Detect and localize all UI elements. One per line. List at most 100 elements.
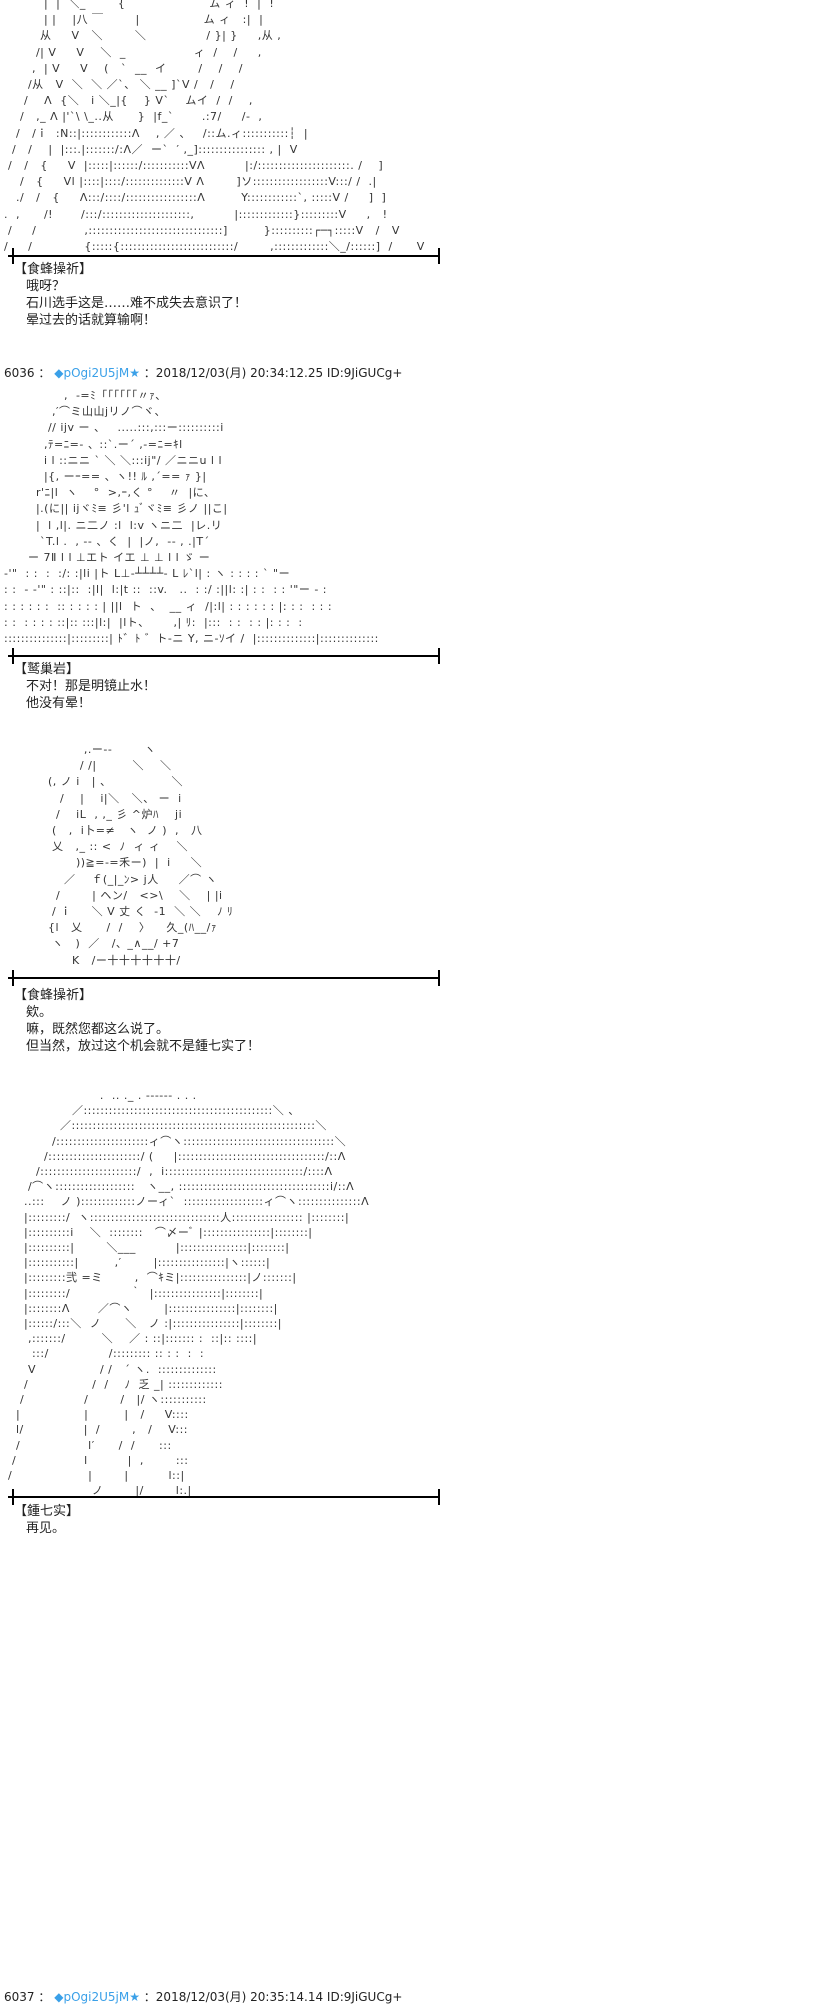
art-line: . .. ._ . ------ . . .: [4, 1089, 197, 1102]
post-date-id: ：2018/12/03(月) 20:34:12.25 ID:9JiGUCg+: [143, 366, 403, 380]
art-line: / / {:::::{:::::::::::::::::::::::::::/ …: [0, 240, 425, 254]
art-line: |.(に|| ijヾﾐ≡ 彡'l ｭﾞヾﾐ≡ 彡ノ ||こ|: [4, 502, 228, 516]
art-line: / l′ / / :::: [4, 1438, 172, 1452]
art-line: // ijv ー 、 .....:::,:::ー::::::::::i: [4, 421, 224, 435]
art-line: |:::::::::::| ,′ |::::::::::::::::|ヽ::::…: [4, 1256, 271, 1270]
art-line: ヽ ) ／ /、_∧__/ +7: [4, 937, 180, 951]
art-line: |::::::::::i ＼ :::::::: ⌒〆ーﾞ |::::::::::…: [4, 1225, 313, 1239]
art-line: Κ /ー十十十十十十/: [4, 953, 181, 967]
separator-rule: [8, 1489, 440, 1505]
art-line: / l | , :::: [4, 1453, 189, 1467]
art-line: V / / ´ ヽ. ::::::::::::::: [4, 1362, 217, 1376]
art-line: /::::::::::::::::::::::ィ⌒ヽ::::::::::::::…: [4, 1134, 347, 1148]
speaker-name: 【食蜂操祈】: [14, 988, 93, 1003]
dialog-block: 【鍾七实】再见。: [14, 1503, 79, 1537]
art-line: :::::::::::::::|:::::::::| ﾄ゛ﾄ ゛ト-ニ Y, ニ…: [4, 632, 379, 646]
dialog-line: 再见。: [26, 1521, 66, 1536]
art-line: :::/ /::::::::: :: : : : :: [4, 1347, 205, 1361]
art-line: ー 7Ⅱ l l ⊥エト イエ ⊥ ⊥ l l ゞ ー: [4, 551, 211, 565]
art-line: / ｉ ＼ V 丈 く -1 ＼ ＼ ﾉ ﾘ: [4, 905, 234, 919]
art-line: `T.l . , -- 、く | |ノ, -- , .|T´: [4, 534, 210, 548]
art-line: i l ::ニニ ` ＼ ＼:::ij"/ ／ニニu l l: [4, 453, 223, 467]
ascii-art-4: . .. ._ . ------ . . . ／::::::::::::::::…: [4, 1088, 369, 1498]
separator-rule: [8, 648, 440, 664]
art-line: / { Vl |::::|::::/::::::::::::::V Λ ]ソ::…: [0, 175, 377, 189]
speaker-name: 【鍾七实】: [14, 1504, 80, 1519]
art-line: : : - -'" : ::|:: :|l| l:|t :: ::v. .. :…: [4, 583, 327, 597]
art-line: r'ﾆ|l ヽ ° >,ｰ,く ° 〃 |に、: [4, 486, 216, 500]
art-line: 乂 ,_ :: < ﾉ ィ ィ ＼: [4, 840, 189, 854]
post-header: 6037 ： ◆pOgi2U5jM★ ：2018/12/03(月) 20:35:…: [4, 1988, 402, 2005]
post-number: 6037: [4, 1990, 35, 2004]
art-line: , -=ﾐ「「「「「「〃ｧ、: [4, 389, 167, 402]
poster-trip-link[interactable]: ◆pOgi2U5jM★: [54, 1990, 140, 2004]
dialog-line: 嘛，既然您都这么说了。: [26, 1022, 170, 1037]
art-line: |{, ーｰ== 、ヽ!! ﾙ ,´== ｧ }|: [4, 470, 207, 484]
ascii-art-1: | | ＼_ { ム ィ ! | ! | | |八 ￣ | ム ィ :| | 从…: [0, 0, 425, 255]
art-line: ／ ｆ(_|_ﾝ> j人 ／⌒ ヽ: [4, 872, 218, 886]
art-line: / / / |/ ヽ:::::::::::: [4, 1393, 207, 1407]
ascii-art-2: , -=ﾐ「「「「「「〃ｧ、 ,′⌒ミ山山jリノ⌒ヾ、 // ijv ー 、 .…: [4, 388, 379, 647]
art-line: ))≧=-=禾ー) | i ＼: [4, 856, 203, 870]
art-line: , | V V ( ` __ イ / / /: [0, 61, 244, 75]
post-sep: ：: [38, 366, 51, 380]
separator-rule: [8, 248, 440, 264]
art-line: ,:::::::/ ＼ ／ : ::|::::::: : ::|:: ::::|: [4, 1332, 258, 1346]
art-line: | | |八 ￣ | ム ィ :| |: [0, 13, 264, 27]
speaker-name: 【鹫巢岩】: [14, 662, 80, 677]
art-line: ..::: ノ ):::::::::::::ノーィ` :::::::::::::…: [4, 1195, 370, 1209]
dialog-block: 【食蜂操祈】哦呀？ 石川选手这是……难不成失去意识了！ 晕过去的话就算输啊！: [14, 261, 247, 329]
art-line: /:::::::::::::::::::::::/ , i:::::::::::…: [4, 1165, 333, 1179]
art-line: |:::::::::/ ヽ:::::::::::::::::::::::::::…: [4, 1210, 350, 1224]
art-line: |:::::::::/ ｀ |::::::::::::::::|::::::::…: [4, 1286, 264, 1300]
art-line: /| V V ＼ _ ィ / / ,: [0, 45, 262, 59]
art-line: 从 V ＼ ＼ / }| } ,从 ,: [0, 29, 282, 43]
separator-rule: [8, 970, 440, 986]
art-line: . , /! /:::/:::::::::::::::::::::, |::::…: [0, 207, 388, 221]
art-line: ,.ー-- ヽ: [4, 743, 156, 756]
art-line: / ,_ Λ |'`\ \_..从 } |f_` .:7/ /- ,: [0, 110, 263, 124]
post-sep: ：: [38, 1990, 51, 2004]
dialog-line: 他没有晕！: [26, 696, 92, 711]
art-line: -'" : : : :/: :|li |ト L⊥‐┴┴┴┴‐ L ﾚ`l| : …: [4, 567, 291, 581]
dialog-line: 不对！那是明镜止水！: [26, 679, 157, 694]
art-line: : : : : : : ::|:: :::|l:| |lト、 ,| ﾘ: |::…: [4, 615, 303, 629]
art-line: | l ,l|. ニ二ノ :l l:v ヽニ二 |レ.リ: [4, 518, 223, 532]
art-line: | | | / V::::: [4, 1408, 189, 1422]
art-line: l/ | / , / V:::: [4, 1423, 189, 1437]
art-line: | | ＼_ { ム ィ ! | !: [0, 0, 275, 10]
post-date-id: ：2018/12/03(月) 20:35:14.14 ID:9JiGUCg+: [143, 1990, 403, 2004]
speaker-name: 【食蜂操祈】: [14, 262, 93, 277]
dialog-block: 【食蜂操祈】欸。嘛，既然您都这么说了。但当然，放过这个机会就不是鍾七实了！: [14, 987, 260, 1055]
post-number: 6036: [4, 366, 35, 380]
art-line: / / | |:::.|:::::::/:Λ／ ー` ′ ,_]::::::::…: [0, 142, 298, 156]
art-line: ／:::::::::::::::::::::::::::::::::::::::…: [4, 1104, 300, 1118]
art-line: / / / ﾉ 乏 _| :::::::::::::: [4, 1377, 223, 1391]
art-line: / | i|＼ ＼、 ー i: [4, 791, 182, 805]
art-line: ( , i卜=≠ ヽ ノ ) , 八: [4, 824, 203, 838]
art-line: / / { V |:::::|::::::/:::::::::::VΛ |:/:…: [0, 159, 384, 173]
art-line: ./ / { Λ:::/::::/:::::::::::::::::Λ Y:::…: [0, 191, 387, 205]
art-line: ノ |/ l:.|: [4, 1484, 192, 1498]
art-line: |::::::::::| ＼___ |::::::::::::::::|::::…: [4, 1241, 290, 1255]
dialog-block: 【鹫巢岩】不对！那是明镜止水！ 他没有晕！: [14, 661, 156, 712]
post-header: 6036 ： ◆pOgi2U5jM★ ：2018/12/03(月) 20:34:…: [4, 364, 402, 381]
art-line: / Λ {＼ i ＼_|{ } V` ムイ / / ,: [0, 94, 253, 108]
poster-trip-link[interactable]: ◆pOgi2U5jM★: [54, 366, 140, 380]
art-line: /::::::::::::::::::::::/ ( |::::::::::::…: [4, 1149, 346, 1163]
art-line: / | | l::|: [4, 1469, 185, 1483]
art-line: ,′⌒ミ山山jリノ⌒ヾ、: [4, 405, 167, 419]
art-line: : : : : : : :: : : : : | ||l ト 、 __ ィ /|…: [4, 599, 333, 613]
art-line: |::::::::Λ ／⌒ヽ |::::::::::::::::|:::::::…: [4, 1301, 278, 1315]
art-line: ／:::::::::::::::::::::::::::::::::::::::…: [4, 1119, 327, 1133]
art-line: |::::::/:::＼ ノ ＼ ノ :|::::::::::::::::|::…: [4, 1317, 282, 1331]
art-line: / | ヘン/ <>\ ＼ | |i: [4, 888, 223, 902]
art-line: ,ﾃ=ﾆ=‐ 、::`.ー´ ,-=ﾆ=ｷl: [4, 437, 183, 451]
art-line: /从 V ＼ ＼ ／`、 ＼ __ ]`V / / /: [0, 78, 235, 92]
art-line: |:::::::::弐 =ミ , ⌒ｷミ|::::::::::::::::|ノ:…: [4, 1271, 297, 1285]
dialog-line: 哦呀？: [26, 279, 66, 294]
dialog-line: 石川选手这是……难不成失去意识了！: [26, 296, 248, 311]
ascii-art-3: ,.ー-- ヽ / /| ＼ ＼ (, ノ i | 、 ＼ / | i|＼ ＼、…: [4, 742, 233, 969]
art-line: / /| ＼ ＼: [4, 759, 172, 773]
dialog-line: 晕过去的话就算输啊！: [26, 313, 157, 328]
